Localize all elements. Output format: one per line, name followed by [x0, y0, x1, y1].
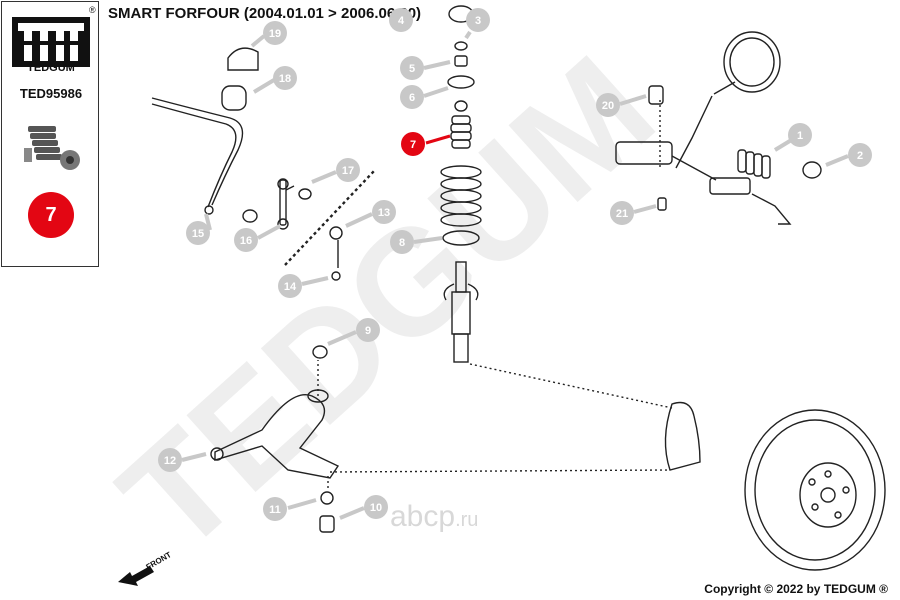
callout-8[interactable]: 8: [390, 230, 443, 254]
svg-text:18: 18: [279, 73, 291, 85]
steering-boot: [737, 149, 771, 179]
callout-20[interactable]: 20: [596, 93, 647, 117]
svg-text:19: 19: [269, 28, 281, 40]
callout-12[interactable]: 12: [158, 448, 207, 472]
callout-9[interactable]: 9: [327, 318, 380, 346]
tedgum-logo-icon: [12, 17, 90, 67]
callout-1[interactable]: 1: [773, 123, 812, 152]
dust-boot-image-icon: [24, 126, 80, 170]
svg-text:17: 17: [342, 165, 354, 177]
diagram-parts: [151, 5, 886, 571]
svg-text:12: 12: [164, 455, 176, 467]
svg-text:7: 7: [410, 139, 416, 151]
part-number: TED95986: [19, 86, 83, 101]
svg-text:14: 14: [284, 281, 297, 293]
dust-boot: [450, 115, 472, 149]
coil-spring: [440, 165, 482, 227]
svg-text:8: 8: [399, 237, 405, 249]
stabilizer-bar: [151, 97, 244, 206]
stabilizer-bush: [221, 85, 247, 111]
svg-text:10: 10: [370, 502, 382, 514]
registered-mark: ®: [89, 5, 96, 15]
svg-text:20: 20: [602, 100, 614, 112]
svg-text:13: 13: [378, 207, 390, 219]
front-direction-arrow-icon: FRONT: [118, 550, 173, 586]
callout-17[interactable]: 17: [311, 158, 360, 184]
callout-4[interactable]: 4: [389, 8, 413, 32]
svg-text:11: 11: [269, 504, 281, 516]
svg-text:2: 2: [857, 150, 863, 162]
callout-11[interactable]: 11: [263, 497, 317, 521]
tedgum-watermark: TEDGUM: [89, 24, 684, 584]
wheel-assembly: [744, 409, 886, 571]
lower-control-arm: [214, 394, 340, 479]
svg-text:3: 3: [475, 15, 481, 27]
stabilizer-link: [279, 179, 287, 226]
site-watermark: abcp.ru: [390, 500, 479, 533]
front-direction-label: FRONT: [145, 550, 173, 572]
copyright-footer: Copyright © 2022 by TEDGUM ®: [704, 582, 888, 596]
svg-text:15: 15: [192, 228, 204, 240]
callout-18[interactable]: 18: [252, 66, 297, 94]
svg-text:21: 21: [616, 208, 628, 220]
brand-name: TEDGUM: [27, 62, 75, 74]
page-title: SMART FORFOUR (2004.01.01 > 2006.06.30): [108, 5, 422, 22]
callout-19[interactable]: 19: [250, 21, 287, 48]
svg-text:1: 1: [797, 130, 803, 142]
callout-6[interactable]: 6: [400, 85, 449, 109]
callout-5[interactable]: 5: [400, 56, 451, 80]
shock-absorber: [443, 261, 479, 363]
stabilizer-bracket: [227, 47, 259, 71]
callout-14[interactable]: 14: [278, 274, 329, 298]
steering-column: [615, 31, 792, 225]
callout-7[interactable]: 7: [401, 132, 451, 156]
svg-text:5: 5: [409, 63, 415, 75]
svg-text:16: 16: [240, 235, 252, 247]
callout-21[interactable]: 21: [610, 201, 657, 225]
steering-knuckle: [664, 401, 701, 471]
part-info-panel: ® TEDGUM TED95986 7: [1, 1, 99, 267]
callout-15[interactable]: 15: [186, 213, 212, 245]
callout-3[interactable]: 3: [464, 8, 490, 40]
callouts: 1 2 3 4 5 6 7 8 9 10 11 12 13 14 15 16 1…: [158, 8, 872, 521]
selected-position-badge[interactable]: 7: [28, 192, 74, 238]
svg-text:4: 4: [398, 15, 405, 27]
svg-text:6: 6: [409, 92, 415, 104]
callout-13[interactable]: 13: [345, 200, 396, 228]
callout-16[interactable]: 16: [234, 224, 281, 252]
svg-text:9: 9: [365, 325, 371, 337]
callout-2[interactable]: 2: [825, 143, 872, 167]
callout-10[interactable]: 10: [339, 495, 388, 520]
